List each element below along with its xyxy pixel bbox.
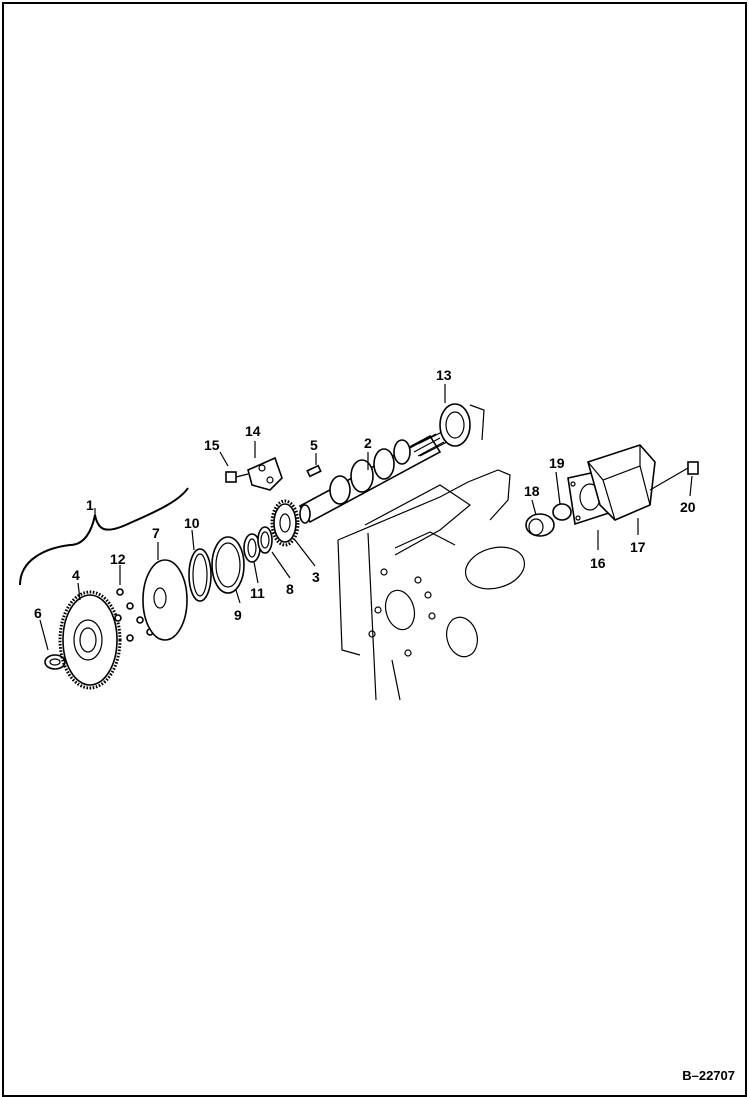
callout-9: 9 bbox=[234, 607, 242, 623]
callout-5: 5 bbox=[310, 437, 318, 453]
part-17-pump bbox=[587, 444, 656, 521]
leader-lines bbox=[39, 384, 693, 651]
callout-4: 4 bbox=[72, 567, 80, 583]
part-3-gear bbox=[270, 499, 300, 547]
callout-17: 17 bbox=[630, 539, 646, 555]
callout-11: 11 bbox=[250, 585, 265, 601]
callout-13: 13 bbox=[436, 367, 452, 383]
callout-20: 20 bbox=[680, 499, 696, 515]
part-20-bolt bbox=[649, 461, 699, 491]
callout-3: 3 bbox=[312, 569, 320, 585]
part-15-bolt bbox=[225, 471, 249, 483]
part-6-snap-ring bbox=[44, 654, 66, 670]
callout-14: 14 bbox=[245, 423, 261, 439]
part-19-o-ring bbox=[552, 503, 572, 521]
part-13-bearing bbox=[439, 403, 471, 447]
part-9-bearing bbox=[211, 536, 245, 594]
part-10-ring bbox=[188, 548, 212, 602]
callout-7: 7 bbox=[152, 525, 160, 541]
callout-16: 16 bbox=[590, 555, 606, 571]
callout-2: 2 bbox=[364, 435, 372, 451]
callout-12: 12 bbox=[110, 551, 126, 567]
part-4-gear bbox=[58, 590, 122, 690]
part-18-bushing bbox=[525, 513, 555, 537]
callout-18: 18 bbox=[524, 483, 540, 499]
part-5-key bbox=[306, 464, 322, 478]
callout-6: 6 bbox=[34, 605, 42, 621]
callout-10: 10 bbox=[184, 515, 200, 531]
part-14-bracket bbox=[247, 456, 283, 491]
callout-8: 8 bbox=[286, 581, 294, 597]
callout-15: 15 bbox=[204, 437, 220, 453]
reference-number: B–22707 bbox=[682, 1068, 735, 1083]
part-8-washer bbox=[257, 526, 273, 554]
part-7-plate bbox=[142, 559, 188, 641]
engine-block-outline bbox=[319, 469, 526, 701]
callout-19: 19 bbox=[549, 455, 565, 471]
callout-1: 1 bbox=[86, 497, 94, 513]
